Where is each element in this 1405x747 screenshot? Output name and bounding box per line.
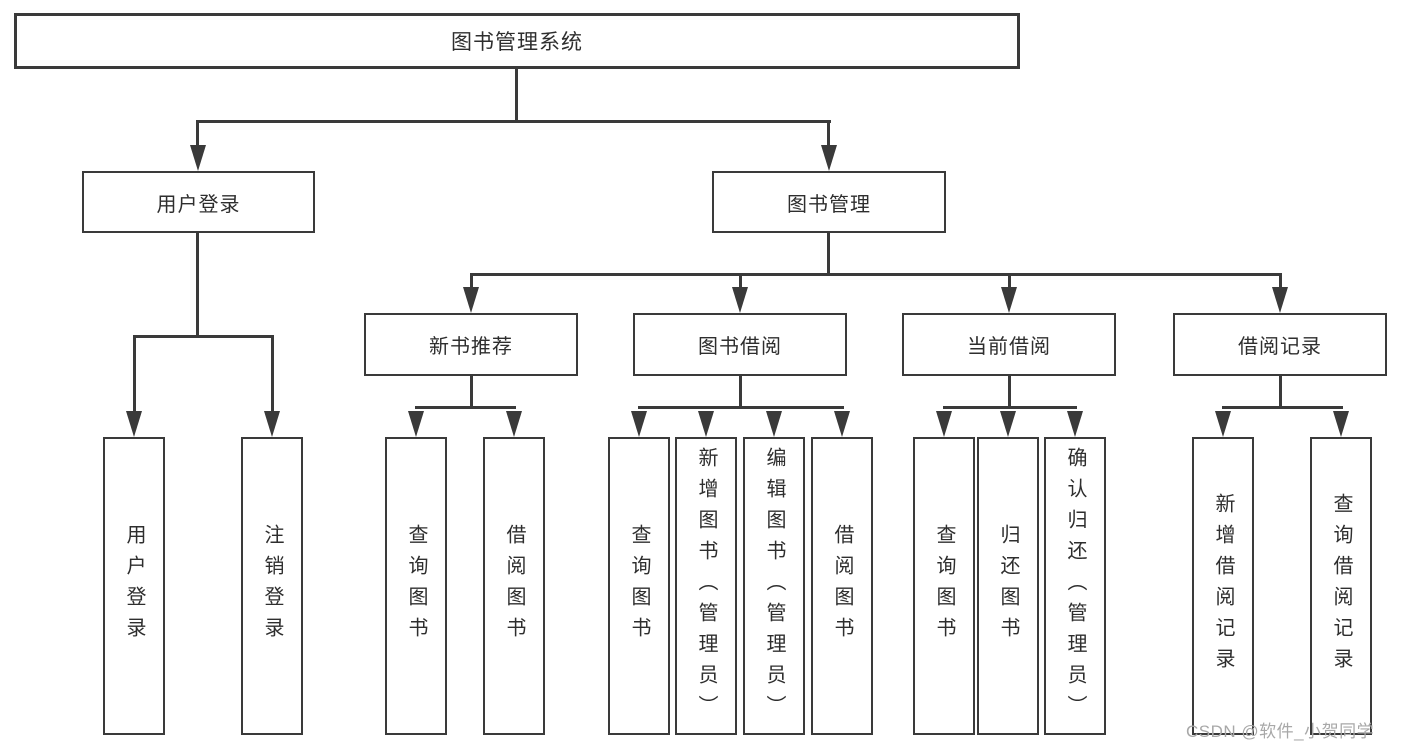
leaf-current-confirm-admin: 确认归还（管理员） xyxy=(1044,437,1106,735)
connector-borrow-records-stem xyxy=(1279,376,1282,408)
arrow-to-user-login xyxy=(190,145,206,171)
connector-book-borrow-bar xyxy=(638,406,844,409)
arrow-to-book-mgmt xyxy=(821,145,837,171)
node-user-login-label: 用户登录 xyxy=(156,193,241,216)
leaf-borrow-add-admin: 新增图书（管理员） xyxy=(675,437,737,735)
leaf-borrow-add-admin-label: 新增图书（管理员） xyxy=(695,446,717,726)
arrow-to-current-borrow xyxy=(1001,287,1017,313)
node-root: 图书管理系统 xyxy=(14,13,1020,69)
connector-user-login-stem xyxy=(196,233,199,337)
leaf-newbook-borrow-label: 借阅图书 xyxy=(503,524,525,648)
arrow-to-leaf-logout xyxy=(264,411,280,437)
arrow-to-leaf-login xyxy=(126,411,142,437)
connector-module-drop-1 xyxy=(470,273,473,290)
node-current-borrow: 当前借阅 xyxy=(902,313,1116,376)
node-borrow-records-label: 借阅记录 xyxy=(1238,336,1322,358)
connector-new-book-bar xyxy=(415,406,516,409)
arrow-current-borrow-child-1 xyxy=(936,411,952,437)
connector-module-drop-3 xyxy=(1008,273,1011,290)
node-book-borrow-label: 图书借阅 xyxy=(698,336,782,358)
leaf-current-return-label: 归还图书 xyxy=(997,524,1019,648)
arrow-book-borrow-child-1 xyxy=(631,411,647,437)
arrow-book-borrow-child-3 xyxy=(766,411,782,437)
leaf-borrow-query: 查询图书 xyxy=(608,437,670,735)
node-book-mgmt: 图书管理 xyxy=(712,171,946,233)
node-user-login: 用户登录 xyxy=(82,171,315,233)
connector-book-mgmt-stem xyxy=(827,233,830,275)
arrow-to-new-book xyxy=(463,287,479,313)
leaf-newbook-borrow: 借阅图书 xyxy=(483,437,545,735)
leaf-records-add: 新增借阅记录 xyxy=(1192,437,1254,735)
node-new-book-rec: 新书推荐 xyxy=(364,313,578,376)
csdn-watermark: CSDN @软件_小贺同学 xyxy=(1186,722,1375,741)
leaf-records-query: 查询借阅记录 xyxy=(1310,437,1372,735)
node-borrow-records: 借阅记录 xyxy=(1173,313,1387,376)
connector-borrow-records-bar xyxy=(1222,406,1343,409)
arrow-current-borrow-child-2 xyxy=(1000,411,1016,437)
connector-new-book-stem xyxy=(470,376,473,408)
connector-user-login-bar xyxy=(133,335,274,338)
arrow-borrow-records-child-2 xyxy=(1333,411,1349,437)
leaf-borrow-query-label: 查询图书 xyxy=(628,524,650,648)
connector-root-stem xyxy=(515,69,518,123)
connector-module-drop-2 xyxy=(739,273,742,290)
leaf-logout: 注销登录 xyxy=(241,437,303,735)
connector-book-borrow-stem xyxy=(739,376,742,408)
node-root-label: 图书管理系统 xyxy=(451,31,583,54)
leaf-user-login: 用户登录 xyxy=(103,437,165,735)
leaf-borrow-borrow-label: 借阅图书 xyxy=(831,524,853,648)
node-new-book-rec-label: 新书推荐 xyxy=(429,336,513,358)
arrow-to-borrow-records xyxy=(1272,287,1288,313)
connector-user-login-drop-2 xyxy=(271,335,274,413)
leaf-borrow-edit-admin-label: 编辑图书（管理员） xyxy=(763,446,785,726)
node-book-mgmt-label: 图书管理 xyxy=(787,193,871,216)
connector-root-drop-right xyxy=(827,120,830,148)
leaf-logout-label: 注销登录 xyxy=(261,524,283,648)
connector-current-borrow-stem xyxy=(1008,376,1011,408)
connector-root-drop-left xyxy=(196,120,199,148)
connector-user-login-drop-1 xyxy=(133,335,136,413)
leaf-borrow-borrow: 借阅图书 xyxy=(811,437,873,735)
leaf-records-query-label: 查询借阅记录 xyxy=(1330,493,1352,679)
arrow-book-borrow-child-4 xyxy=(834,411,850,437)
connector-module-drop-4 xyxy=(1279,273,1282,290)
arrow-new-book-child-2 xyxy=(506,411,522,437)
leaf-current-confirm-admin-label: 确认归还（管理员） xyxy=(1064,446,1086,726)
leaf-records-add-label: 新增借阅记录 xyxy=(1212,493,1234,679)
connector-book-mgmt-bar xyxy=(470,273,1281,276)
connector-current-borrow-bar xyxy=(943,406,1077,409)
leaf-user-login-label: 用户登录 xyxy=(123,524,145,648)
node-current-borrow-label: 当前借阅 xyxy=(967,336,1051,358)
arrow-new-book-child-1 xyxy=(408,411,424,437)
leaf-newbook-query: 查询图书 xyxy=(385,437,447,735)
leaf-current-query: 查询图书 xyxy=(913,437,975,735)
arrow-book-borrow-child-2 xyxy=(698,411,714,437)
leaf-borrow-edit-admin: 编辑图书（管理员） xyxy=(743,437,805,735)
leaf-newbook-query-label: 查询图书 xyxy=(405,524,427,648)
arrow-to-book-borrow xyxy=(732,287,748,313)
leaf-current-return: 归还图书 xyxy=(977,437,1039,735)
leaf-current-query-label: 查询图书 xyxy=(933,524,955,648)
arrow-borrow-records-child-1 xyxy=(1215,411,1231,437)
connector-root-bar xyxy=(197,120,831,123)
arrow-current-borrow-child-3 xyxy=(1067,411,1083,437)
node-book-borrow: 图书借阅 xyxy=(633,313,847,376)
